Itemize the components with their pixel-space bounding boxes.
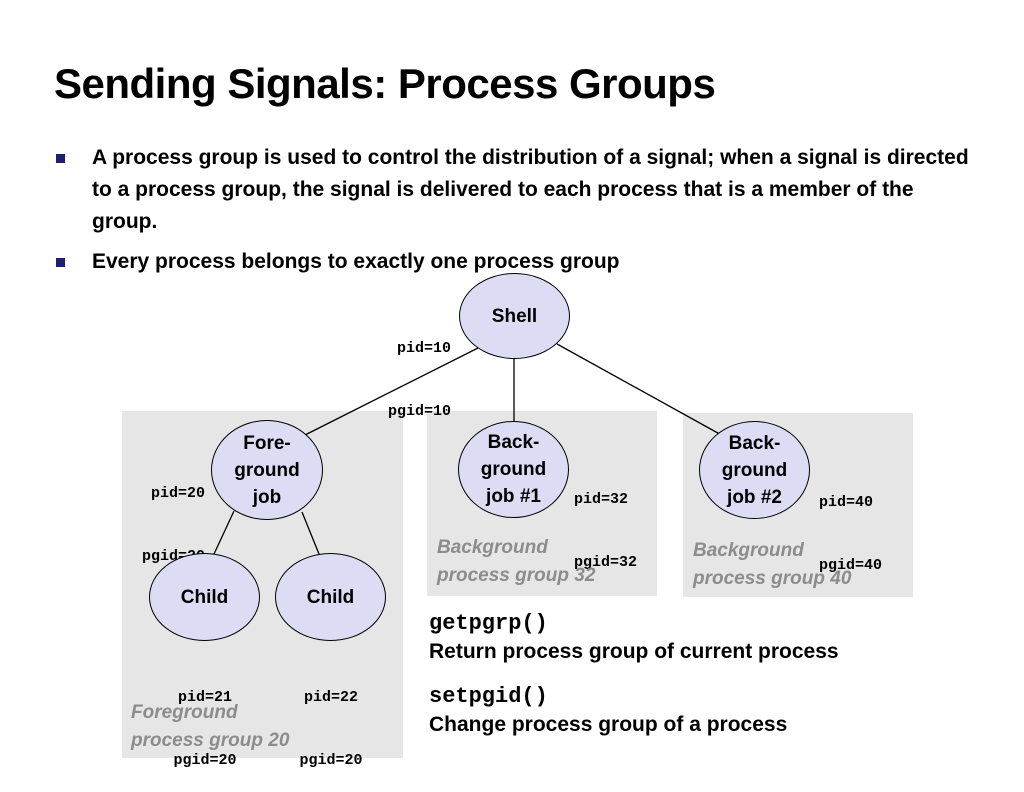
foreground-group-label-line2: process group 20 xyxy=(131,730,290,751)
child-label: Child xyxy=(306,586,355,608)
foreground-group-label-line1: Foreground xyxy=(131,702,238,723)
background-job-1-label-line: job #1 xyxy=(486,486,541,507)
shell-label: Shell xyxy=(491,305,538,327)
background-job-2-pgid: pgid=40 xyxy=(819,557,883,574)
child-2-ids: pid=22 pgid=20 xyxy=(276,645,386,792)
child-label: Child xyxy=(180,586,229,608)
background-group-32-label: Background process group 32 xyxy=(437,534,595,590)
shell-pgid: pgid=10 xyxy=(387,403,451,420)
child-1-pid: pid=21 xyxy=(177,689,232,706)
background-job-2-pid: pid=40 xyxy=(819,494,874,511)
bullet-list: A process group is used to control the d… xyxy=(54,142,974,278)
foreground-job-label-line: Fore- xyxy=(243,432,291,454)
background-job-1-node: Back- ground job #1 xyxy=(458,421,569,518)
setpgid-function-name: setpgid() xyxy=(429,684,548,709)
getpgrp-function-name: getpgrp() xyxy=(429,611,548,636)
child-node-1: Child xyxy=(149,553,260,641)
bullet-text: A process group is used to control the d… xyxy=(92,146,969,233)
bullet-text: Every process belongs to exactly one pro… xyxy=(92,250,620,273)
slide-title: Sending Signals: Process Groups xyxy=(54,60,716,107)
background-job-2-label-line: job #2 xyxy=(727,486,782,508)
child-1-pgid: pgid=20 xyxy=(173,752,237,769)
foreground-group-label: Foreground process group 20 xyxy=(131,699,289,755)
foreground-job-label-line: job xyxy=(252,486,282,508)
edge-foreground-child1 xyxy=(213,510,235,555)
background-job-1-label-line: Back- xyxy=(487,432,540,453)
bullet-item: A process group is used to control the d… xyxy=(54,142,974,238)
foreground-job-label-line: ground xyxy=(234,459,300,481)
background-job-2-label-line: ground xyxy=(721,459,788,481)
shell-ids: pid=10 pgid=10 xyxy=(360,296,451,443)
edge-shell-background2 xyxy=(556,343,726,438)
background-job-1-pid: pid=32 xyxy=(574,491,629,508)
background-group-40-label-line2: process group 40 xyxy=(693,568,852,589)
foreground-job-pid: pid=20 xyxy=(150,485,205,502)
background-group-40-label-line1: Background xyxy=(693,540,804,561)
background-job-2-node: Back- ground job #2 xyxy=(699,421,810,519)
bullet-item: Every process belongs to exactly one pro… xyxy=(54,246,974,278)
background-group-32-label-line1: Background xyxy=(437,537,548,558)
background-group-32-label-line2: process group 32 xyxy=(437,565,596,586)
background-job-2-label-line: Back- xyxy=(728,432,781,454)
foreground-job-node: Fore- ground job xyxy=(211,420,323,520)
background-job-2-ids: pid=40 pgid=40 xyxy=(819,450,882,597)
child-node-2: Child xyxy=(275,553,386,641)
edge-shell-foreground xyxy=(304,347,479,436)
edge-foreground-child2 xyxy=(301,511,320,555)
background-group-40-label: Background process group 40 xyxy=(693,537,851,593)
shell-node: Shell xyxy=(459,273,570,359)
background-job-1-pgid: pgid=32 xyxy=(574,554,638,571)
getpgrp-function-description: Return process group of current process xyxy=(429,640,839,663)
background-job-1-label-line: ground xyxy=(480,459,547,480)
child-2-pid: pid=22 xyxy=(303,689,358,706)
process-tree-edges xyxy=(213,343,726,555)
child-1-ids: pid=21 pgid=20 xyxy=(150,645,260,792)
shell-pid: pid=10 xyxy=(396,340,451,357)
child-2-pgid: pgid=20 xyxy=(299,752,363,769)
square-bullet-icon xyxy=(56,154,65,163)
square-bullet-icon xyxy=(56,258,65,267)
background-job-1-ids: pid=32 pgid=32 xyxy=(574,447,637,594)
setpgid-function-description: Change process group of a process xyxy=(429,713,788,736)
